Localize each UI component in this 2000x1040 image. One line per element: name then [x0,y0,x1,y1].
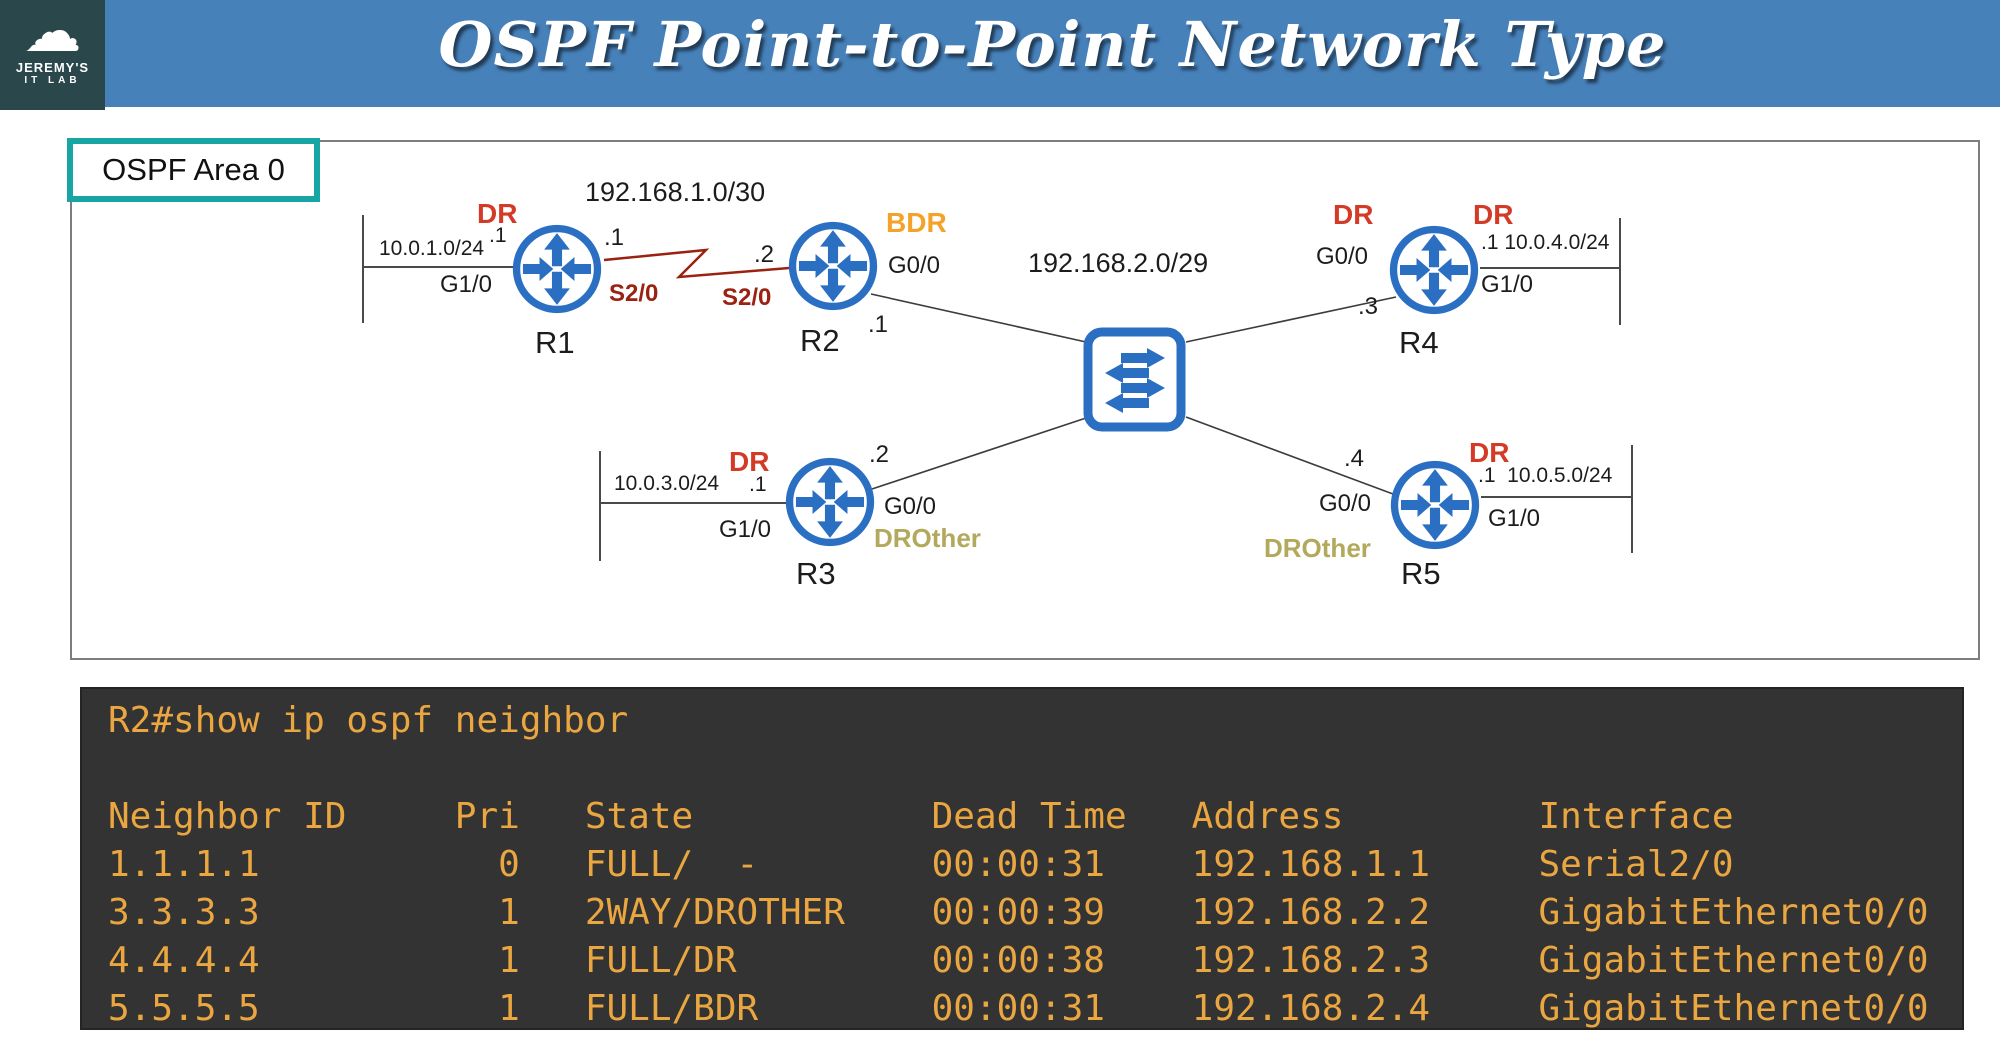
r4-eth-ip: .3 [1358,293,1379,320]
r2-name: R2 [800,323,840,358]
r4-eth-interface: G0/0 [1316,243,1369,270]
r5-drother-badge: DROther [1264,533,1371,563]
col-dead-time: Dead Time [931,796,1127,837]
jeremys-it-lab-logo: ☁ JEREMY'S IT LAB [0,0,105,110]
r1-name: R1 [535,325,575,360]
r1-lan-network: 10.0.1.0/24 [379,237,485,260]
terminal-command: R2#show ip ospf neighbor [108,700,629,741]
r3-name: R3 [796,556,836,591]
ospf-area-box: OSPF Area 0 [67,138,320,202]
r5-lan-label: .1 10.0.5.0/24 [1478,464,1613,487]
r4-name: R4 [1399,325,1439,360]
col-address: Address [1191,796,1344,837]
r1-serial-interface: S2/0 [609,280,659,307]
col-gap [520,793,585,841]
r2-eth-ip: .1 [868,311,889,338]
r3-lan-interface: G1/0 [719,516,772,543]
serial-network-label: 192.168.1.0/30 [585,177,766,207]
col-pri: Pri [454,796,520,837]
r1-router-icon [511,223,603,315]
r2-eth-interface: G0/0 [888,252,941,279]
terminal-blank-line [108,745,1962,793]
r3-eth-ip: .2 [869,441,890,468]
r3-drother-badge: DROther [874,523,981,553]
r2-serial-interface: S2/0 [722,284,772,311]
multiaccess-network-label: 192.168.2.0/29 [1028,248,1209,278]
cloud-icon: ☁ [23,0,82,65]
page-title: OSPF Point-to-Point Network Type [438,8,1667,81]
r3-eth-interface: G0/0 [884,493,937,520]
r4-eth-dr-badge: DR [1333,199,1374,230]
r5-name: R5 [1401,556,1441,591]
col-neighbor-id: Neighbor ID [108,796,347,837]
terminal-header-row: Neighbor ID Pri State Dead Time Address … [108,793,1962,841]
r2-serial-ip: .2 [754,241,775,268]
r1-serial-ip: .1 [604,224,625,251]
r3-router-icon [784,456,876,548]
r4-lan-label: .1 10.0.4.0/24 [1481,231,1610,254]
r1-lan-interface: G1/0 [440,271,493,298]
col-state: State [584,796,694,837]
r3-lan-ip: .1 [749,473,767,496]
ospf-area-label: OSPF Area 0 [102,152,285,187]
r4-lan-dr-badge: DR [1473,199,1514,230]
logo-text-line2: IT LAB [24,75,81,86]
diagram-canvas [70,140,1980,660]
r5-lan-interface: G1/0 [1488,505,1541,532]
r4-router-icon [1388,224,1480,316]
terminal-window: R2#show ip ospf neighbor Neighbor ID Pri… [80,687,1964,1030]
r2-router-icon [787,220,879,312]
logo-text-line1: JEREMY'S [15,60,90,75]
r5-eth-ip: .4 [1344,445,1365,472]
col-interface: Interface [1538,796,1734,837]
header-bar: OSPF Point-to-Point Network Type [0,0,2000,107]
r5-eth-interface: G0/0 [1319,490,1372,517]
r4-lan-interface: G1/0 [1481,271,1534,298]
switch-icon [1083,327,1186,432]
r3-lan-network: 10.0.3.0/24 [614,472,720,495]
r1-lan-ip: .1 [489,224,507,247]
r2-bdr-badge: BDR [886,207,947,238]
r5-router-icon [1389,459,1481,551]
